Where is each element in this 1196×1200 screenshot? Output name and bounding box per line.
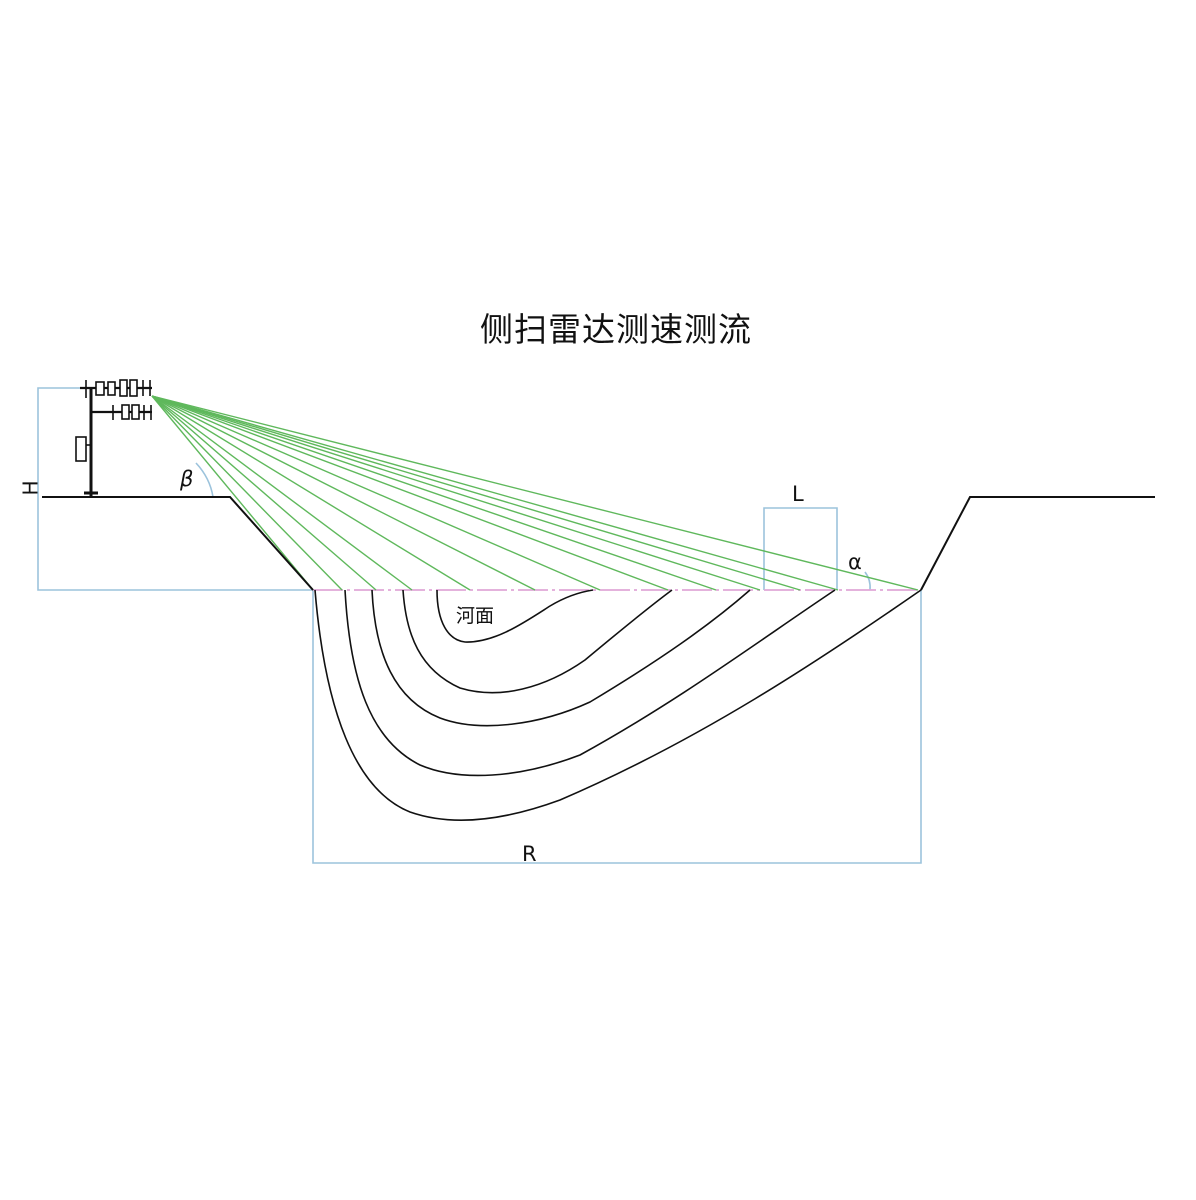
radar-beams — [151, 395, 919, 591]
contour-2 — [344, 589, 836, 777]
right-bank — [920, 496, 1155, 591]
diagram-title: 侧扫雷达测速测流 — [480, 310, 752, 349]
radar-beam — [151, 395, 601, 591]
contour-3 — [371, 589, 751, 727]
control-box — [75, 436, 87, 462]
radar-beam — [151, 395, 343, 591]
radar-antenna-upper — [85, 379, 151, 398]
radar-beam — [151, 395, 536, 591]
beta-label: β — [179, 467, 193, 491]
alpha-arc — [864, 571, 871, 591]
radar-beam — [151, 395, 314, 591]
contour-5 — [436, 589, 594, 643]
radar-beam — [151, 395, 377, 591]
river-surface-label: 河面 — [456, 605, 494, 627]
beta-arc — [195, 462, 214, 498]
radar-beam — [151, 395, 761, 591]
radar-beam — [151, 395, 919, 591]
radar-beam — [151, 395, 839, 591]
width-dimension-line — [312, 590, 922, 864]
radar-beam — [151, 395, 413, 591]
span-dimension-box — [763, 507, 838, 590]
radar-beam — [151, 395, 717, 591]
velocity-contours — [314, 589, 922, 821]
height-dimension-line — [37, 387, 315, 591]
alpha-label: α — [848, 550, 862, 574]
width-label: R — [522, 842, 537, 866]
left-bank — [42, 496, 314, 591]
radar-beam — [151, 395, 471, 591]
contour-4 — [402, 589, 673, 694]
radar-beam — [151, 395, 669, 591]
radar-units — [75, 379, 152, 462]
terrain-profile — [42, 496, 1155, 591]
radar-beam — [151, 395, 801, 591]
height-label: H — [19, 480, 43, 495]
radar-antenna-lower — [112, 404, 152, 420]
contour-1 — [314, 589, 922, 821]
radar-mast — [80, 386, 152, 497]
span-label: L — [792, 482, 804, 506]
